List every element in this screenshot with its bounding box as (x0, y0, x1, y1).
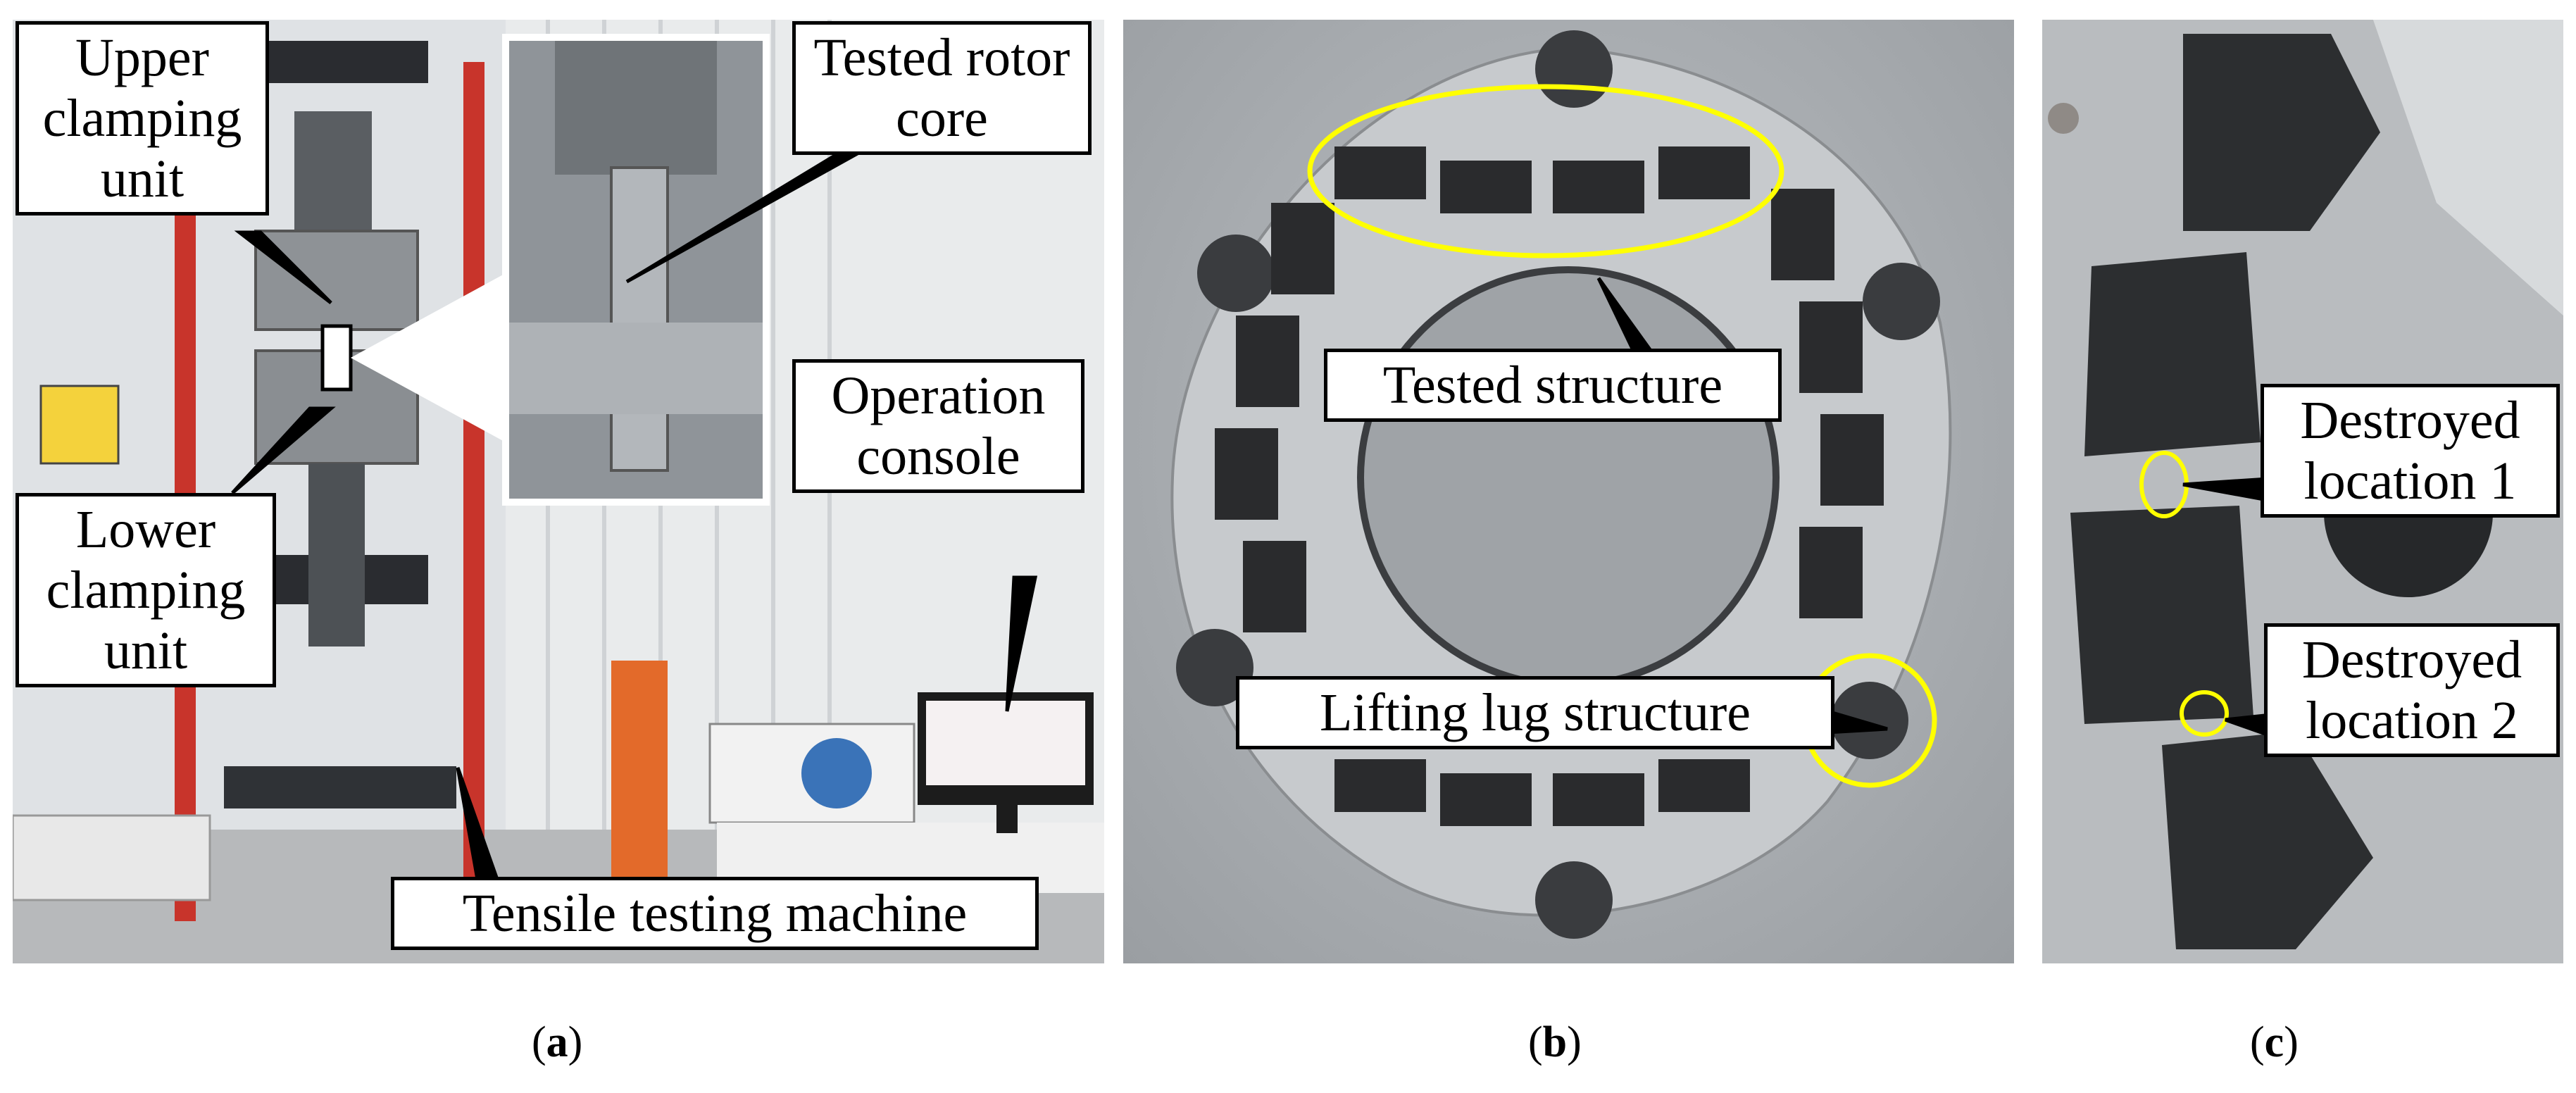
caption-b-letter: b (1542, 1018, 1568, 1066)
closeup-slot-3 (2070, 506, 2253, 724)
callout-operation-console: Operation console (792, 359, 1084, 493)
closeup-slot-1 (2183, 34, 2380, 231)
machine-crosshead (245, 41, 428, 83)
orange-cabinet (611, 661, 668, 900)
magnet-slots (1215, 146, 1884, 826)
rotor-core-scene (1170, 30, 1952, 939)
lifting-lug-hole (1831, 682, 1908, 759)
inset-rotor-core (610, 166, 669, 472)
panel-b-photo (1123, 20, 2014, 963)
left-bolt-hole (1197, 235, 1275, 312)
callout-tested-rotor-core: Tested rotor core (792, 21, 1092, 155)
right-bolt-hole (1863, 263, 1940, 340)
rotor-core-marker (320, 324, 353, 392)
bottom-bolt-hole (1535, 861, 1613, 939)
lower-left-bolt-hole (1176, 629, 1253, 706)
callout-tensile-testing-machine: Tensile testing machine (391, 877, 1039, 950)
closeup-slot-4 (2162, 731, 2373, 949)
callout-destroyed-location-2: Destroyed location 2 (2264, 623, 2560, 757)
callout-lower-clamping-unit: Lower clamping unit (15, 493, 276, 687)
inset-pointer-wedge (351, 273, 506, 442)
caption-a: (a) (532, 1018, 583, 1066)
upper-clamp-body (254, 230, 419, 331)
caption-a-letter: a (546, 1018, 568, 1066)
callout-destroyed-location-1: Destroyed location 1 (2261, 384, 2560, 518)
callout-upper-clamping-unit: Upper clamping unit (15, 21, 269, 216)
caption-c-letter: c (2264, 1018, 2284, 1066)
closeup-slot-2 (2084, 252, 2261, 456)
callout-lifting-lug-structure: Lifting lug structure (1236, 676, 1834, 749)
machine-frame-right (463, 62, 484, 921)
caption-b: (b) (1528, 1018, 1582, 1066)
tested-structure-highlight (1307, 84, 1784, 258)
callout-tested-structure: Tested structure (1324, 349, 1782, 422)
top-bolt-hole (1535, 30, 1613, 108)
caption-c: (c) (2250, 1018, 2299, 1066)
gauge-dial (801, 738, 872, 808)
warning-sign (39, 385, 120, 465)
